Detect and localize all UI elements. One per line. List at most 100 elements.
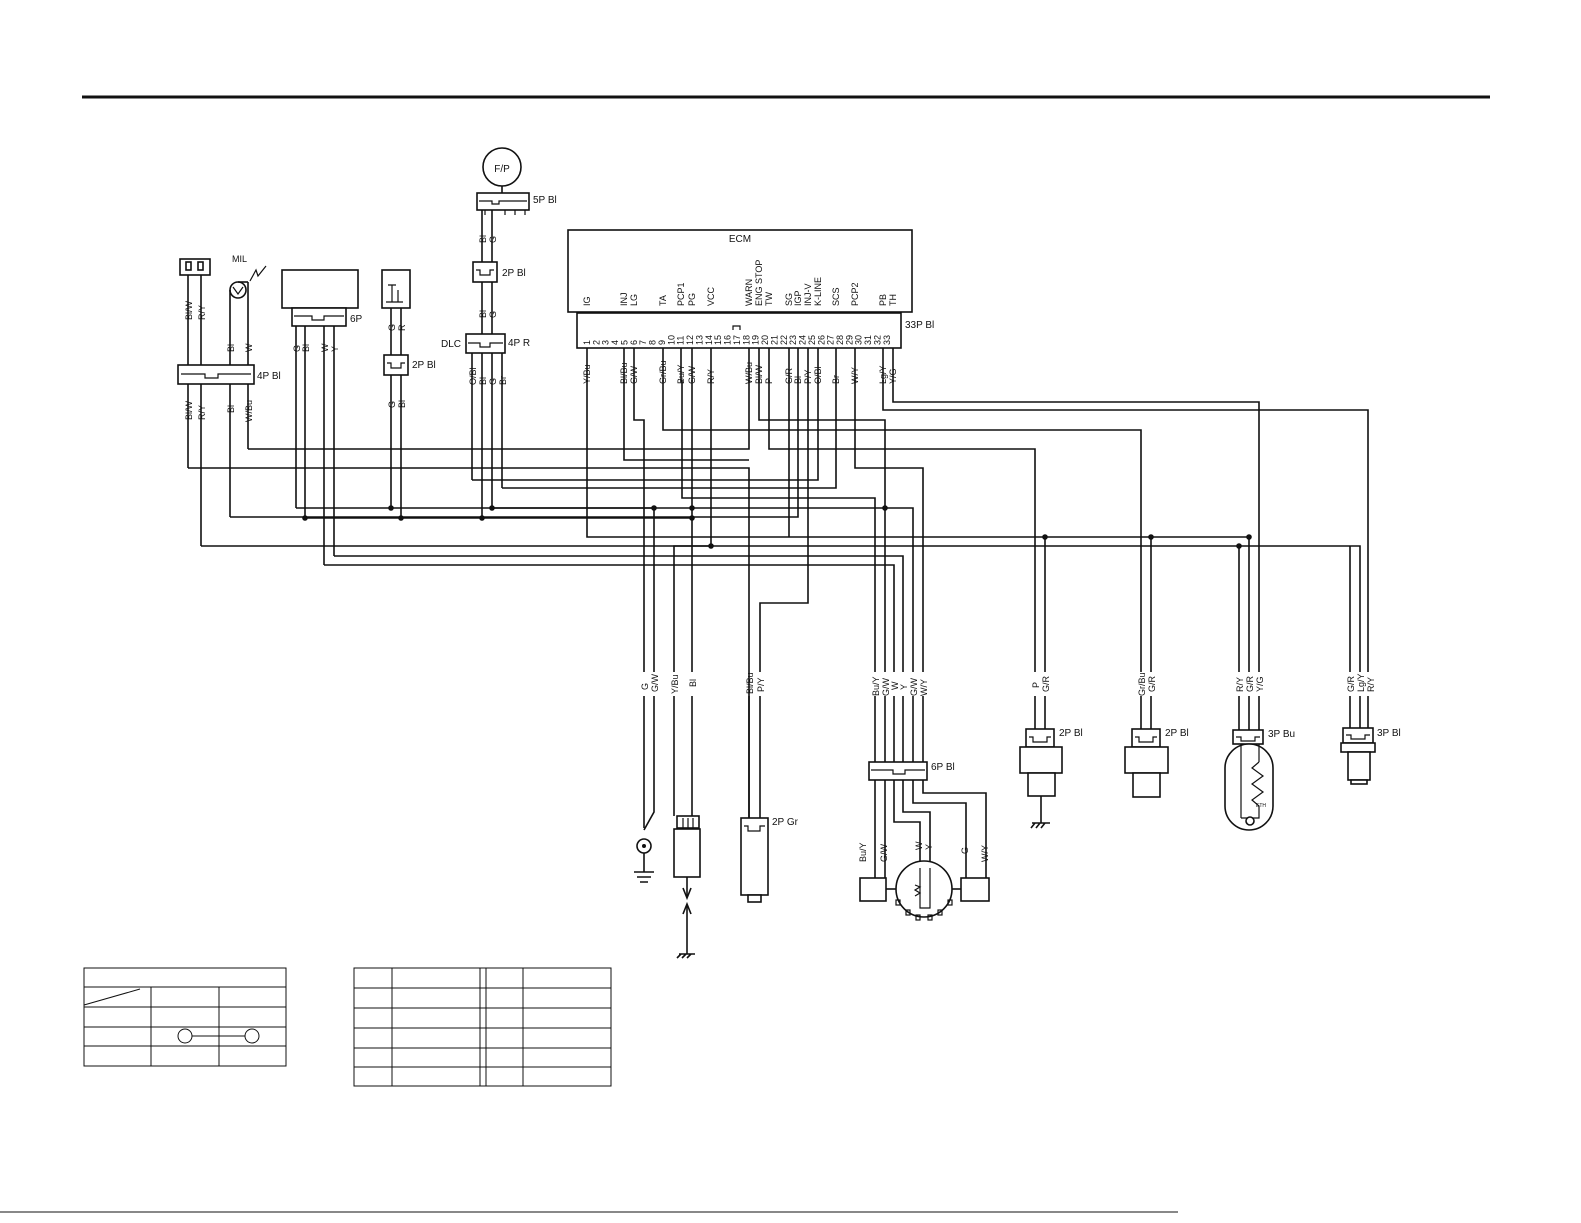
- ckp-wire-2: G/W: [881, 677, 891, 696]
- two-pin-top-wire-r: R: [397, 324, 407, 331]
- ckp-wire-6: W/Y: [919, 679, 929, 696]
- ecm-pin-number: 12: [685, 335, 695, 345]
- ecm-function-label: PB: [878, 294, 888, 306]
- dlc-connector: DLC 4P R O/Bl Bl G Br: [441, 333, 530, 518]
- injector: Bl/Bu P/Y 2P Gr: [740, 672, 799, 903]
- ecm-pin-number: 3: [601, 340, 611, 345]
- ckp-out-y: Y: [924, 844, 934, 850]
- s3-inner-label: ETH: [1256, 803, 1266, 809]
- dlc-name: DLC: [441, 339, 461, 350]
- fuel-pump-mid-wire-g: G: [488, 311, 498, 318]
- fuel-pump-wire-bl: Bl: [478, 235, 488, 243]
- ecm-function-label: IG: [582, 296, 592, 306]
- six-pin-wire-y: Y: [330, 346, 340, 352]
- left-top-wire-ry: R/Y: [197, 305, 207, 320]
- ckp-out-g: G: [960, 847, 970, 854]
- ecm-pin-number: 27: [826, 335, 836, 345]
- ecm-function-label: PG: [687, 293, 697, 306]
- ecm-connector-label: 33P Bl: [905, 320, 934, 331]
- s3-connector-label: 3P Bu: [1268, 729, 1295, 740]
- mil-wire-w: W: [244, 343, 254, 352]
- ecm-wire-label: W/Bu: [744, 362, 754, 384]
- ground-connection: G G/W: [634, 673, 660, 883]
- ecm-pin-number: 15: [713, 335, 723, 345]
- pressure-switch-1: P G/R 2P Bl: [1019, 675, 1083, 829]
- injector-connector-label: 2P Gr: [772, 817, 799, 828]
- ecm-wire-label: G/W: [629, 365, 639, 384]
- dlc-wire-br: Br: [498, 376, 508, 385]
- ground-wire-gw: G/W: [650, 673, 660, 692]
- fuel-pump-wire-g: G: [488, 236, 498, 243]
- ecm-wire-label: G/R: [784, 367, 794, 384]
- dlc-wire-g: G: [488, 378, 498, 385]
- ecm-function-label: PCP1: [676, 282, 686, 306]
- sensor-wire-ybu: Y/Bu: [670, 674, 680, 694]
- ckp-wire-5: G/W: [909, 677, 919, 696]
- ecm-pin-number: 20: [760, 335, 770, 345]
- fuel-pump: F/P 5P Bl Bl G 2P Bl Bl G: [472, 147, 557, 334]
- temperature-sensor: R/Y G/R Y/G 3P Bu ETH: [1224, 675, 1295, 831]
- ecm-wire-label: O/Bl: [813, 366, 823, 384]
- s3-wire-ry: R/Y: [1235, 677, 1245, 692]
- ecm-pin-number: 16: [723, 335, 733, 345]
- ckp-out-bu-y: Bu/Y: [858, 842, 868, 862]
- s2-wire-grbu: Gr/Bu: [1137, 672, 1147, 696]
- six-pin-wire-bl: Bl: [301, 344, 311, 352]
- ecm-pin-number: 8: [648, 340, 658, 345]
- fuel-pump-symbol: F/P: [494, 164, 510, 175]
- ckp-out-g-w: G/W: [879, 843, 889, 862]
- ecm-wire-label: R/Y: [706, 369, 716, 384]
- left-bottom-wire-blw: Bl/W: [184, 400, 194, 420]
- ecm-pin-number: 9: [657, 340, 667, 345]
- ecm-pin-number: 13: [694, 335, 704, 345]
- ecm-pin-number: 32: [872, 335, 882, 345]
- left-top-wire-blw: Bl/W: [184, 300, 194, 320]
- ground-icon: [634, 871, 654, 883]
- two-pin-left-unit: G R 2P Bl G Bl: [381, 269, 436, 518]
- sensor-3p-bl: G/R Lg/Y R/Y 3P Bl: [1340, 673, 1401, 785]
- s4-wire-lgy: Lg/Y: [1356, 673, 1366, 692]
- ecm-pin-number: 1: [582, 340, 592, 345]
- ecm-function-label: INJ-V: [803, 284, 813, 307]
- ecm-wire-label: Bl/Bu: [619, 362, 629, 384]
- ecm-pin-number: 31: [863, 335, 873, 345]
- ecm-pin-number: 7: [638, 340, 648, 345]
- ground-wire-g: G: [640, 683, 650, 690]
- sensor-wire-bl: Bl: [688, 679, 698, 687]
- ecm-pin-number: 33: [882, 335, 892, 345]
- ecm-pin-number: 17: [732, 335, 742, 345]
- s4-connector-label: 3P Bl: [1377, 728, 1401, 739]
- ecm-wire-label: G/W: [687, 365, 697, 384]
- ckp-wire-3: W: [890, 681, 900, 690]
- ecm-wire-label: Y/Bu: [582, 364, 592, 384]
- dlc-wire-bl: Bl: [478, 377, 488, 385]
- sensor-ground-icon: [676, 953, 695, 959]
- ecm-function-label: WARN: [744, 279, 754, 306]
- s1-wire-gr: G/R: [1041, 675, 1051, 692]
- fuel-pump-mid-wire-bl: Bl: [478, 310, 488, 318]
- mil-light-icon: [249, 265, 267, 282]
- mil-label: MIL: [232, 254, 247, 264]
- ecm-pin-number: 6: [629, 340, 639, 345]
- ecm-wire-label: Gr/Bu: [658, 360, 668, 384]
- injector-wire-blbu: Bl/Bu: [745, 672, 755, 694]
- dlc-wire-obl: O/Bl: [468, 367, 478, 385]
- two-pin-bottom-wire-g: G: [387, 401, 397, 408]
- harness-routes: [188, 380, 1369, 900]
- left-bottom-wire-wbu: W/Bu: [244, 400, 254, 422]
- ecm-pin-number: 29: [844, 335, 854, 345]
- ckp-wire-1: Bu/Y: [871, 676, 881, 696]
- ecm-function-label: IGP: [793, 290, 803, 306]
- ecm-function-label: INJ: [619, 293, 629, 307]
- s3-wire-gr: G/R: [1245, 675, 1255, 692]
- ecm-function-label: K-LINE: [813, 277, 823, 306]
- ecm-pin-number: 14: [704, 335, 714, 345]
- ecm-pin-number: 30: [854, 335, 864, 345]
- mil-wire-bl: Bl: [226, 344, 236, 352]
- ecm-function-label: VCC: [706, 286, 716, 306]
- ecm-pin-number: 24: [798, 335, 808, 345]
- ecm-wire-label: P/Y: [803, 369, 813, 384]
